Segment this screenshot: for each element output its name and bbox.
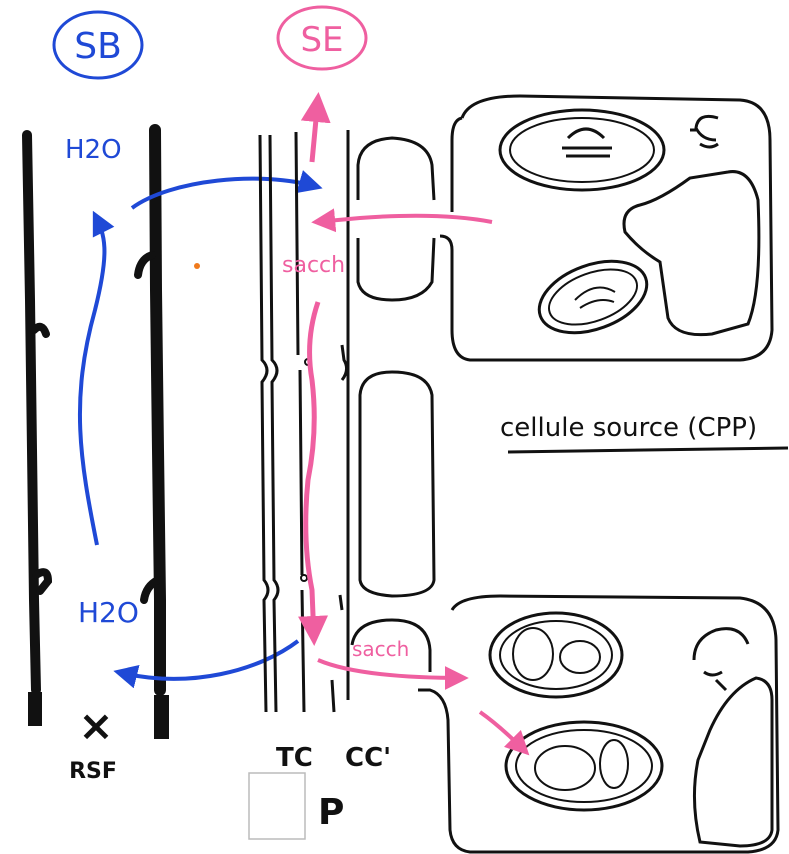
xylem-right-wall (149, 124, 166, 696)
source-chloroplast-1-inner (509, 117, 655, 183)
sacch-top-label: sacch (282, 253, 345, 278)
water-from-phloem-arrow (113, 639, 300, 689)
xylem-left-wall-bump-1 (30, 322, 50, 338)
sink-golgi (692, 627, 750, 692)
source-golgi (690, 114, 719, 149)
se-label-group: SE (276, 5, 368, 71)
sink-vacuole (692, 676, 774, 848)
sink-starch-2a (534, 745, 596, 791)
xylem-right-wall-base (154, 695, 169, 739)
sieve-tube-outer-wall-b (268, 134, 280, 713)
source-chloroplast-2-inner (548, 268, 638, 326)
companion-cell-bottom (350, 618, 432, 672)
sink-starch-2b (599, 739, 629, 789)
companion-cell-top (356, 136, 436, 302)
p-label: P (318, 792, 344, 833)
sieve-plate-pore-2 (300, 574, 308, 582)
sb-label: SB (74, 26, 122, 67)
accent-dot (194, 263, 200, 269)
xylem-right-wall-bump-1 (134, 251, 156, 279)
h2o-bottom-label: H2O (78, 596, 139, 629)
sink-cell-wall (418, 594, 780, 854)
source-chloroplast-1-outer (498, 108, 666, 192)
source-cell-wall (439, 94, 774, 362)
se-label: SE (300, 20, 343, 60)
sink-amyloplast-2-inner (515, 729, 653, 803)
source-starch-grain-2 (574, 286, 616, 309)
source-cell-caption-underline (507, 446, 789, 454)
xylem-left-wall (22, 130, 41, 695)
parenchyma-box (248, 772, 306, 840)
sieve-tube-outer-wall-a (258, 134, 270, 713)
xylem-left-wall-bump-2 (32, 568, 53, 595)
sink-starch-1b (559, 640, 601, 674)
source-cell (439, 94, 774, 362)
sieve-tube (258, 131, 312, 713)
h2o-top-label: H2O (65, 135, 122, 165)
source-chloroplast-2-outer (537, 259, 649, 335)
xylem-vessel (22, 124, 169, 739)
sieve-tube-inner-wall (294, 131, 306, 713)
sucrose-unloading-arrow (317, 658, 469, 690)
xylem-right-wall-bump-2 (140, 576, 162, 604)
sap-downward-flow-arrow (298, 301, 329, 646)
sucrose-to-amyloplast-arrow (478, 710, 530, 756)
sucrose-loading-arrow (311, 208, 493, 233)
sacch-bottom-label: sacch (352, 637, 409, 661)
sap-upward-arrow (300, 92, 331, 163)
companion-cell-divider (338, 344, 349, 611)
companion-cells (330, 130, 436, 713)
sink-amyloplast-1-outer (488, 611, 624, 699)
source-vacuole (622, 170, 761, 337)
xylem-upward-flow-arrow (77, 210, 115, 546)
xylem-left-wall-base (28, 692, 42, 726)
companion-cell-middle (358, 370, 436, 598)
rsf-label: RSF (69, 759, 117, 784)
companion-cell-lower-wall (330, 679, 336, 713)
sink-amyloplast-1-inner (499, 620, 613, 690)
sink-amyloplast-2-outer (504, 720, 664, 812)
sink-cell (418, 594, 780, 854)
tc-label: TC (276, 743, 313, 773)
sb-circle (52, 10, 144, 80)
sb-label-group: SB (52, 10, 144, 80)
source-starch-grain-1 (562, 127, 612, 158)
se-circle (276, 5, 368, 71)
sink-starch-1a (512, 627, 554, 681)
x-mark: × (78, 701, 113, 750)
cc-label: CC' (345, 743, 391, 773)
source-cell-caption: cellule source (CPP) (500, 413, 757, 443)
